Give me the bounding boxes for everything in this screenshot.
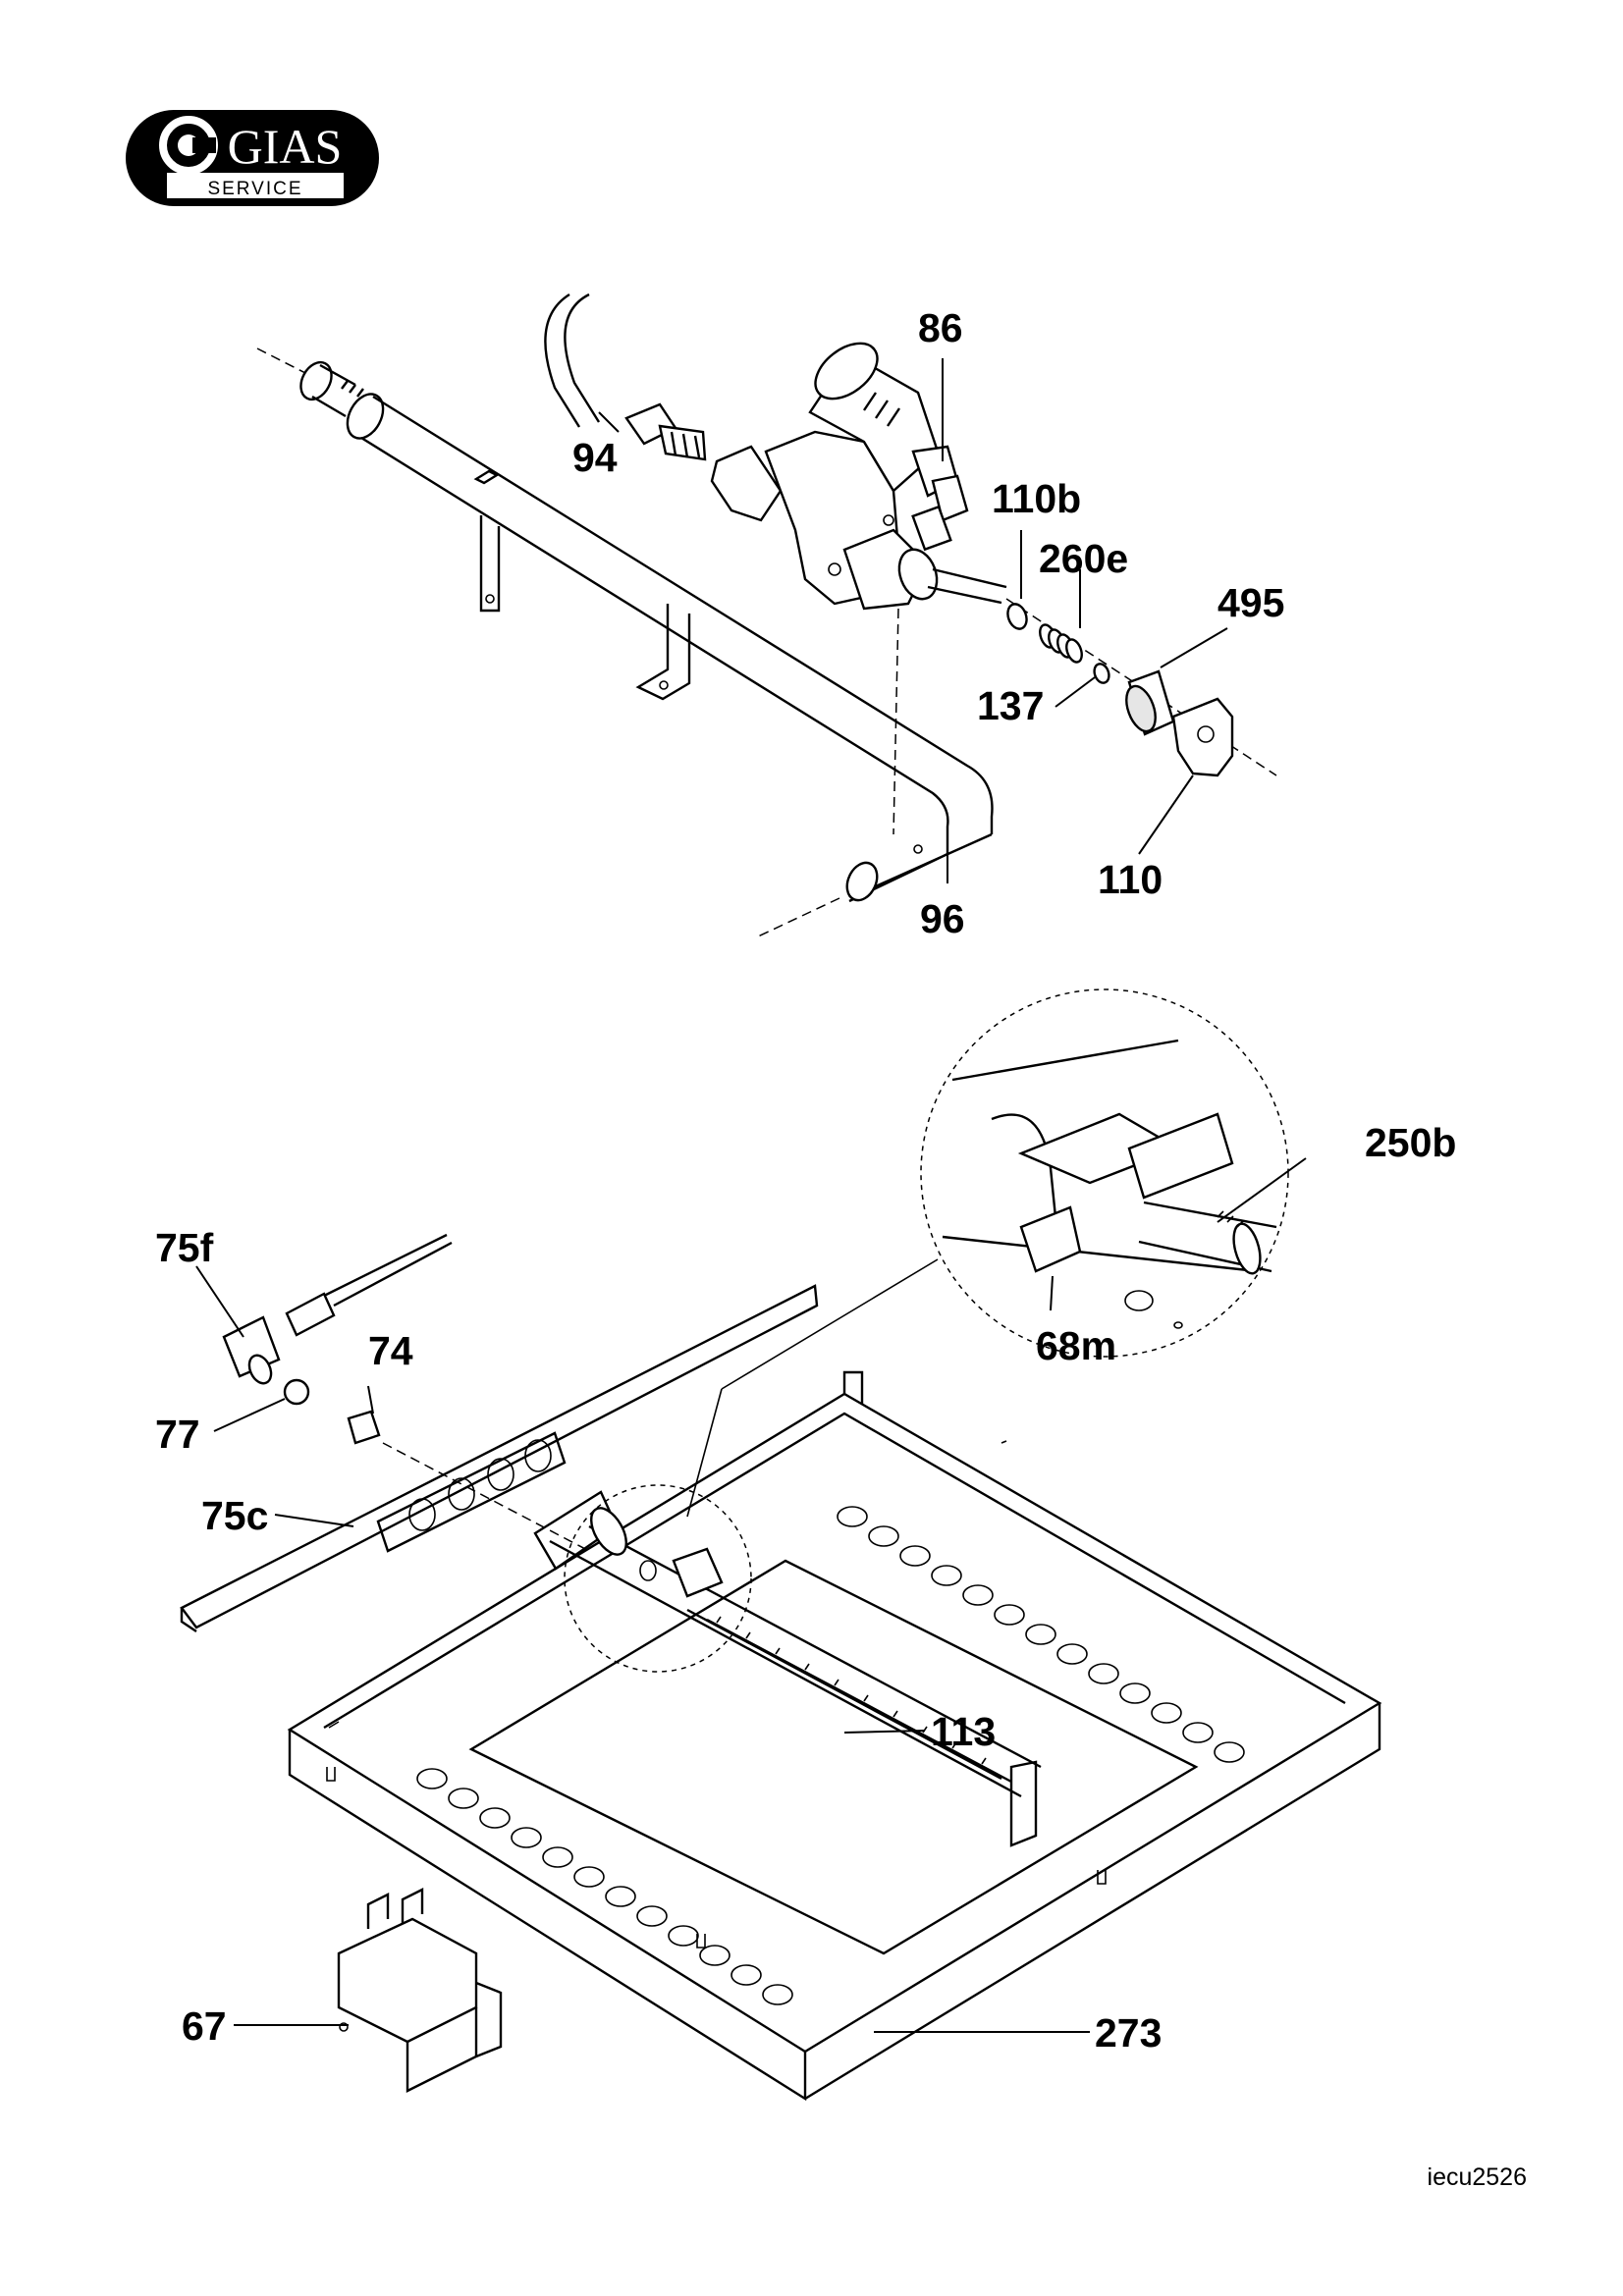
gas-valve-assembly [624,342,1007,835]
burner-113 [533,1484,1042,1847]
label-137: 137 [977,683,1044,728]
label-273: 273 [1095,2010,1162,2056]
label-86: 86 [918,305,963,350]
label-94: 94 [572,435,618,480]
label-110b: 110b [992,476,1081,521]
burner-tray-273 [287,1370,1382,2102]
logo-brand-text: GIAS [228,119,343,174]
bottom-leaders [195,1157,1307,2033]
electrode-bar-75c [180,1284,819,1632]
label-110: 110 [1098,857,1163,902]
logo-subtitle-text: SERVICE [207,179,302,199]
gias-service-logo: GIAS SERVICE [126,110,379,206]
label-75f: 75f [155,1225,214,1270]
label-67: 67 [182,2003,227,2049]
label-77: 77 [155,1412,200,1457]
label-68m: 68m [1036,1323,1116,1368]
thermocouple-75f [222,1233,590,1552]
tray-holes-front [416,1768,793,2005]
detail-circle [686,988,1289,1518]
label-260e: 260e [1039,536,1128,581]
label-495: 495 [1217,580,1284,625]
gas-pipe-96 [256,347,994,938]
label-250b: 250b [1365,1120,1456,1165]
ignitor-67 [337,1888,503,2093]
gas-hose [544,293,601,428]
tray-holes-back [837,1506,1245,1763]
spindle-parts [1005,598,1277,777]
label-96: 96 [920,896,965,941]
label-75c: 75c [201,1493,268,1538]
label-113: 113 [931,1709,996,1754]
drawing-code: iecu2526 [1428,2163,1527,2191]
top-leaders [598,358,1228,883]
label-74: 74 [368,1328,413,1373]
